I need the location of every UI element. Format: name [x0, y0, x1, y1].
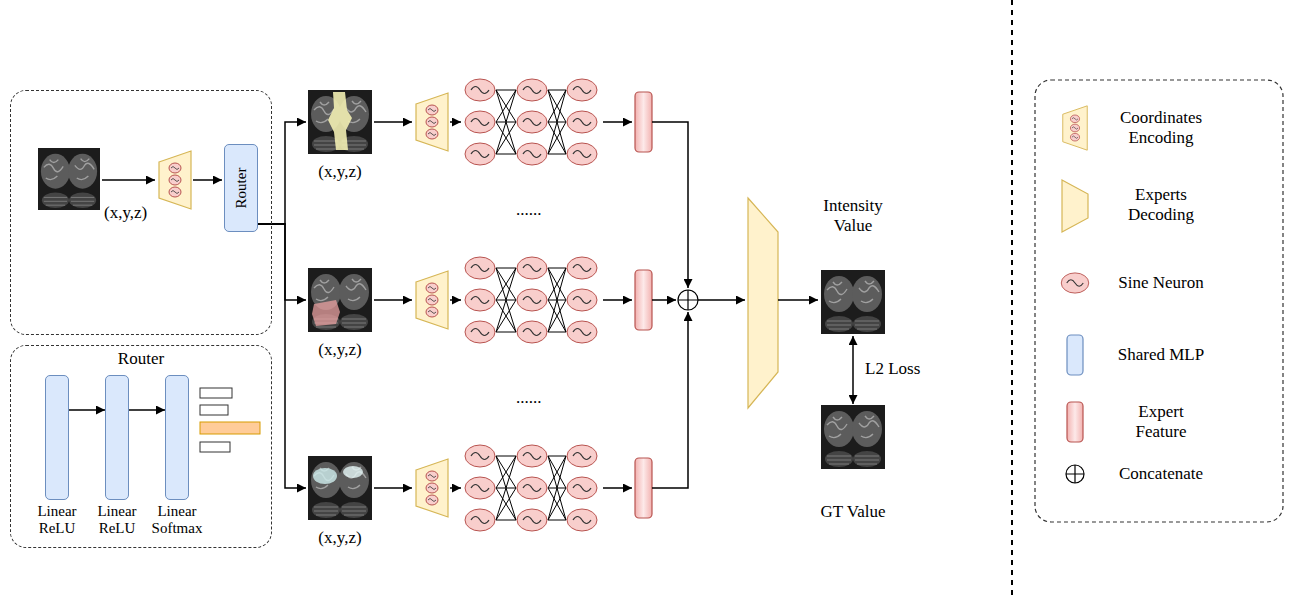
legend-label: Experts Decoding [1116, 185, 1206, 226]
legend-panel [1067, 402, 1083, 442]
expert-branch [308, 79, 652, 165]
expert-region-image: (x,y,z) [306, 90, 374, 185]
expert-branch [603, 121, 632, 123]
expert-branch [450, 487, 461, 489]
expert-branch [635, 458, 652, 518]
legend-label: Coordinates Encoding [1116, 108, 1206, 149]
expert-branch [308, 257, 652, 343]
expert-branch [374, 299, 412, 301]
connector-arrow [69, 409, 105, 411]
connector-arrow [258, 224, 306, 300]
input-branch [38, 148, 100, 210]
input-branch [159, 151, 191, 209]
node-label: Linear Softmax [144, 503, 210, 536]
node-label: (x,y,z) [318, 162, 361, 182]
legend-panel [1063, 106, 1087, 150]
expert-branch [416, 93, 448, 151]
expert-branch [313, 468, 337, 484]
softmax-output [200, 442, 230, 452]
output-image: Intensity Value [808, 196, 898, 336]
expert-region-image: (x,y,z) [306, 456, 374, 551]
fusion-decoder [698, 299, 745, 301]
fusion-decoder [652, 122, 885, 488]
expert-branch [343, 466, 363, 478]
expert-branch [374, 487, 412, 489]
legend-panel [1066, 465, 1084, 483]
router-label: Router [232, 168, 250, 209]
router-box: Router [224, 144, 258, 232]
expert-branch [603, 299, 632, 301]
expert-branch [450, 121, 461, 123]
fusion-decoder [652, 122, 688, 288]
connector-arrow [852, 336, 854, 404]
node-label: (x,y,z) [318, 340, 361, 360]
separator [1012, 0, 1013, 600]
linear-layer: Linear ReLU [45, 375, 69, 500]
expert-branch [308, 445, 652, 531]
connector-arrow [129, 409, 165, 411]
legend-panel [1066, 465, 1084, 483]
expert-branch [328, 92, 352, 150]
node-label: (x,y,z) [104, 203, 147, 223]
fusion-decoder [821, 270, 885, 334]
router-panel: Router (x,y,z) [10, 90, 272, 335]
legend-label: Sine Neuron [1116, 273, 1206, 293]
ellipsis-label: ...... [516, 200, 542, 220]
node-label: Router [11, 349, 271, 369]
fusion-decoder [748, 198, 778, 408]
expert-branch [450, 299, 461, 301]
node-label: Linear ReLU [84, 503, 150, 536]
expert-branch [465, 257, 597, 343]
input-branch [38, 148, 222, 210]
expert-branch [308, 90, 372, 154]
edge-label: L2 Loss [865, 359, 920, 379]
expert-branch [635, 270, 652, 330]
connector-arrow [258, 122, 306, 224]
softmax-output [200, 388, 232, 398]
expert-region-image: (x,y,z) [306, 268, 374, 363]
linear-layer: Linear ReLU [105, 375, 129, 500]
legend-panel [1062, 180, 1088, 232]
expert-branch [374, 121, 412, 123]
legend-panel [1061, 273, 1089, 293]
expert-branch [603, 487, 632, 489]
input-branch [102, 179, 155, 181]
gt-image: GT Value [808, 404, 898, 526]
node-label: Linear ReLU [24, 503, 90, 536]
linear-layer: Linear Softmax [165, 375, 189, 500]
legend-label: Expert Feature [1116, 402, 1206, 443]
separator [1011, 0, 1013, 600]
softmax-output [200, 405, 228, 415]
legend-label: Shared MLP [1116, 345, 1206, 365]
legend-panel [1035, 80, 1283, 522]
connector-arrow [258, 224, 306, 488]
expert-branch [635, 92, 652, 152]
node-label: GT Value [820, 502, 885, 522]
expert-branch [308, 456, 372, 520]
node-label: Intensity Value [808, 196, 898, 237]
legend-panel [1067, 335, 1083, 375]
router-detail-panel: Linear ReLULinear ReLULinear SoftmaxRout… [10, 345, 272, 548]
fusion-decoder [778, 299, 818, 301]
fusion-decoder [821, 405, 885, 469]
softmax-output [200, 422, 260, 434]
softmax-output [200, 388, 260, 452]
expert-branch [465, 79, 597, 165]
expert-branch [308, 268, 372, 332]
legend-label: Concatenate [1116, 464, 1206, 484]
expert-branch [416, 271, 448, 329]
fusion-decoder [652, 312, 688, 488]
fusion-decoder [678, 290, 698, 310]
ellipsis-label: ...... [516, 388, 542, 408]
input-branch [193, 179, 222, 181]
legend-panel [1035, 80, 1283, 522]
fusion-decoder [652, 299, 676, 301]
expert-branch [312, 300, 340, 326]
node-label: (x,y,z) [318, 528, 361, 548]
expert-branch [465, 445, 597, 531]
expert-branch [416, 459, 448, 517]
fusion-decoder [678, 290, 698, 310]
